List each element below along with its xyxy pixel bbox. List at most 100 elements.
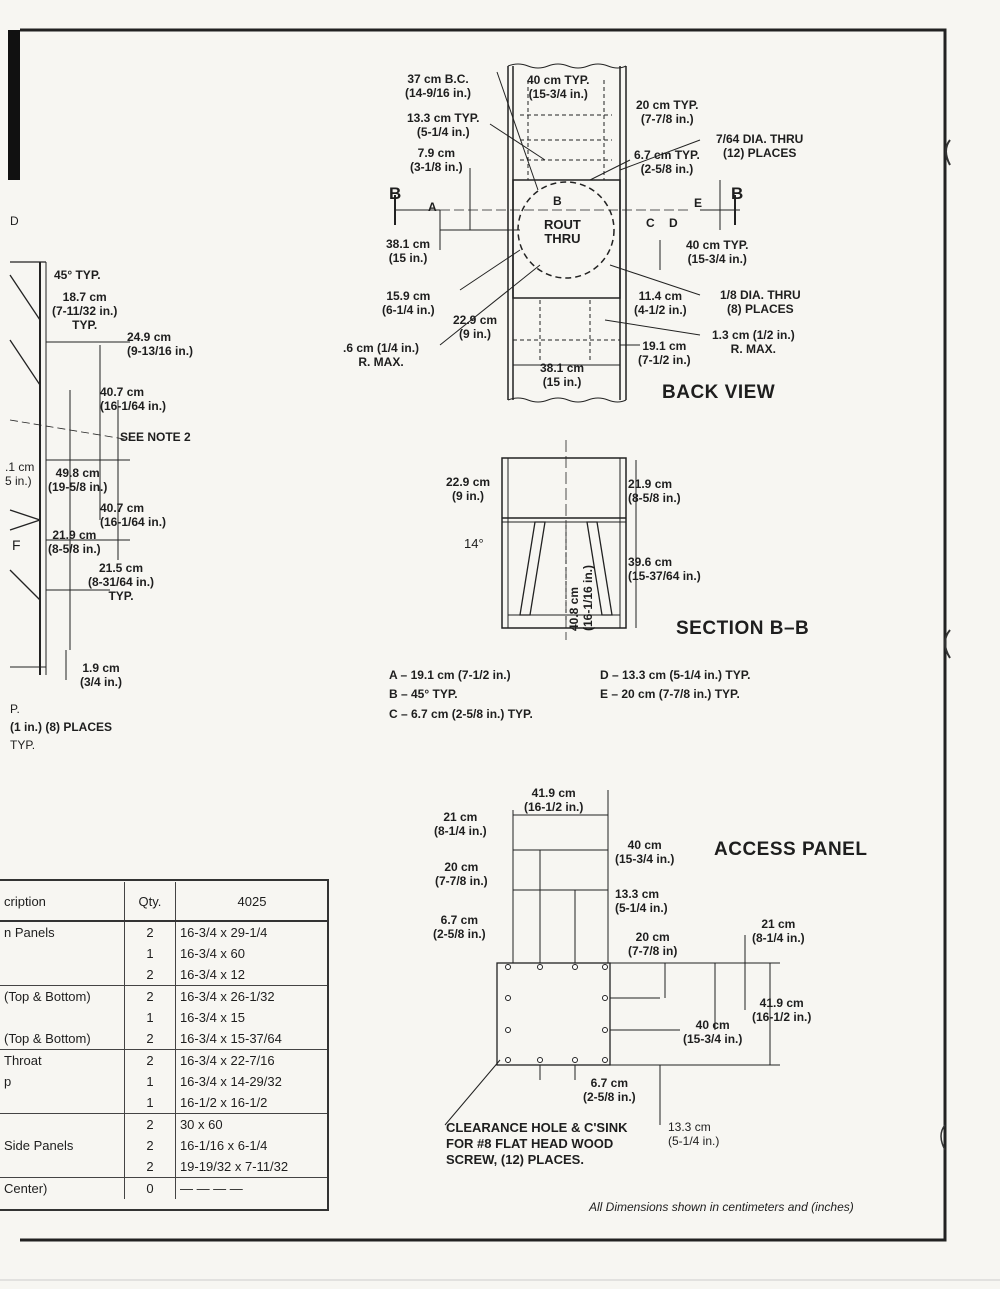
table-cell-dim: 19-19/32 x 7-11/32 [174, 1156, 328, 1178]
t159-dim-label: 15.9 cm(6-1/4 in.) [382, 289, 435, 317]
left-45-label: 45° TYP. [54, 268, 101, 282]
table-cell-dim: 16-3/4 x 60 [174, 943, 328, 964]
hole18-label: 1/8 DIA. THRU(8) PLACES [720, 288, 801, 316]
t13cm-dim-label: 1.3 cm (1/2 in.)R. MAX. [712, 328, 795, 356]
left-t407b-label: 40.7 cm(16-1/64 in.) [100, 501, 167, 529]
left-t187-label: 18.7 cm(7-11/32 in.)TYP. [52, 290, 118, 332]
ap-t20b-label: 20 cm(7-7/8 in) [628, 930, 678, 958]
table-cell-desc: Center) [0, 1177, 125, 1199]
table-cell-desc: (Top & Bottom) [0, 985, 125, 1007]
parts-table-header-row: cription Qty. 4025 [0, 882, 328, 922]
left-typ-label: TYP. [10, 738, 36, 752]
legend-item-b: B – 45° TYP. [389, 687, 458, 701]
dim-d: D [669, 216, 678, 230]
table-cell-desc: Throat [0, 1049, 125, 1071]
table-cell-qty: 0 [123, 1177, 176, 1199]
ap-t40-label: 40 cm(15-3/4 in.) [615, 838, 675, 866]
table-cell-qty: 2 [123, 1049, 176, 1071]
back-view-drawing [394, 63, 740, 403]
table-cell-qty: 1 [123, 1071, 176, 1092]
table-cell-desc [0, 1156, 124, 1178]
t381-dim-label: 38.1 cm(15 in.) [386, 237, 431, 265]
header-4025: 4025 [174, 882, 328, 922]
table-cell-desc [0, 1113, 125, 1135]
sbb-t219-label: 21.9 cm(8-5/8 in.) [628, 477, 681, 505]
dim-a: A [428, 200, 437, 214]
left-p-label: P. [10, 702, 20, 716]
t67-dim-label: 6.7 cm TYP.(2-5/8 in.) [634, 148, 700, 176]
t79-dim-label: 7.9 cm(3-1/8 in.) [410, 146, 463, 174]
section-marker-left: B [389, 184, 402, 203]
sbb-t396-label: 39.6 cm(15-37/64 in.) [628, 555, 701, 583]
table-cell-dim: 16-3/4 x 26-1/32 [174, 985, 328, 1007]
table-cell-desc [0, 964, 124, 986]
table-cell-qty: 2 [123, 964, 176, 986]
header-description: cription [0, 882, 125, 922]
table-cell-desc: Side Panels [4, 1138, 74, 1153]
access-panel-drawing [444, 790, 780, 1126]
table-cell-qty: 2 [123, 985, 176, 1007]
t191-dim-label: 19.1 cm(7-1/2 in.) [638, 339, 691, 367]
ap-t21-label: 21 cm(8-1/4 in.) [434, 810, 487, 838]
t229-dim-label: 22.9 cm(9 in.) [453, 313, 498, 341]
left-f-label: F [12, 537, 21, 553]
t381b-dim-label: 38.1 cm(15 in.) [540, 361, 585, 389]
table-row: Center)0— — — — [0, 1177, 328, 1199]
legend-item-e: E – 20 cm (7-7/8 in.) TYP. [600, 687, 740, 701]
dim-c: C [646, 216, 655, 230]
table-cell-desc [0, 1092, 124, 1114]
sbb-t229-label: 22.9 cm(9 in.) [446, 475, 491, 503]
sbb-angle-label: 14° [464, 536, 484, 551]
ap-t67b-label: 6.7 cm(2-5/8 in.) [583, 1076, 636, 1104]
bc-dim-label: 37 cm B.C.(14-9/16 in.) [405, 72, 472, 100]
table-cell-qty: 2 [123, 1135, 176, 1156]
section-bb-drawing [501, 440, 637, 640]
table-cell-qty: 1 [123, 1007, 176, 1028]
table-cell-desc [0, 943, 124, 964]
table-cell-dim: 16-3/4 x 12 [174, 964, 328, 986]
hole764-label: 7/64 DIA. THRU(12) PLACES [716, 132, 804, 160]
w40-dim-label: 40 cm TYP.(15-3/4 in.) [527, 73, 590, 101]
table-cell-qty: 1 [123, 1092, 176, 1114]
table-cell-desc [0, 1007, 124, 1028]
table-cell-dim: 30 x 60 [174, 1113, 328, 1135]
table-cell-dim: — — — — [174, 1177, 328, 1199]
left-t19-label: 1.9 cm(3/4 in.) [80, 661, 123, 689]
left-t498-label: 49.8 cm(19-5/8 in.) [48, 466, 108, 494]
dim-e: E [694, 196, 703, 210]
ap-t67-label: 6.7 cm(2-5/8 in.) [433, 913, 486, 941]
ap-t20-label: 20 cm(7-7/8 in.) [435, 860, 488, 888]
ap-t40c-label: 40 cm(15-3/4 in.) [683, 1018, 743, 1046]
ap-t419-label: 41.9 cm(16-1/2 in.) [524, 786, 584, 814]
table-cell-desc: p [4, 1074, 12, 1089]
table-cell-qty: 2 [123, 1028, 176, 1050]
legend-item-c: C – 6.7 cm (2-5/8 in.) TYP. [389, 707, 533, 721]
table-cell-qty: 2 [123, 1113, 176, 1135]
table-cell-dim: 16-3/4 x 15-37/64 [174, 1028, 328, 1050]
t40b-dim-label: 40 cm TYP.(15-3/4 in.) [686, 238, 749, 266]
back-view-title: BACK VIEW [662, 382, 776, 403]
table-cell-desc: (Top & Bottom) [4, 1031, 91, 1046]
dim-b: B [553, 194, 562, 208]
left-places-label: (1 in.) (8) PLACES [10, 720, 113, 734]
access-panel-title: ACCESS PANEL [714, 839, 868, 860]
table-cell-qty: 1 [123, 943, 176, 964]
table-cell-dim: 16-3/4 x 22-7/16 [174, 1049, 328, 1071]
left-t215-label: 21.5 cm(8-31/64 in.)TYP. [88, 561, 155, 603]
section-bb-title: SECTION B–B [676, 618, 810, 639]
left-t219-label: 21.9 cm(8-5/8 in.) [48, 528, 101, 556]
table-cell-dim: 16-1/16 x 6-1/4 [174, 1135, 328, 1156]
section-marker-right: B [731, 184, 744, 203]
